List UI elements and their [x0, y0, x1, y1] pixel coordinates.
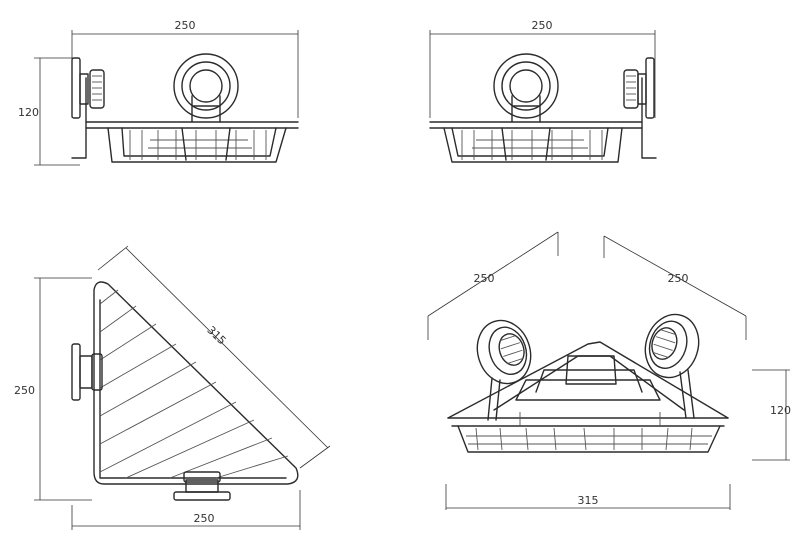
hook-legs [679, 369, 695, 419]
extension-line [299, 445, 331, 469]
suction-cup-ring [181, 61, 231, 111]
suction-cup-knob [189, 69, 223, 103]
knob-icon [651, 327, 678, 360]
hook-legs [181, 127, 231, 161]
dim-diagonal-label: 315 [204, 324, 228, 348]
basket-inner-wire [519, 412, 661, 426]
knob-ridges [500, 335, 524, 364]
dim-right-side-label: 250 [668, 272, 689, 285]
perspective-view: 250 250 315 120 [427, 231, 791, 510]
basket-front [457, 425, 721, 453]
hook-legs [487, 377, 501, 421]
basket-wire [121, 127, 277, 157]
hook-legs [501, 127, 551, 161]
knob-ridges [626, 75, 636, 101]
basket-wires [99, 289, 289, 479]
bottom-suction-stem [185, 479, 219, 493]
top-view: 250 250 315 [14, 245, 331, 530]
knob-icon [183, 471, 221, 483]
suction-cup-icon [644, 313, 700, 379]
basket-inner-edge [99, 299, 287, 479]
dim-height-label: 120 [770, 404, 791, 417]
side-suction-cup [645, 57, 655, 119]
dimension-line [125, 247, 329, 449]
basket-bars [129, 130, 267, 160]
suction-cup-ring [501, 61, 551, 111]
dim-height-label: 120 [18, 106, 39, 119]
suction-cup-right [644, 313, 700, 379]
basket-inner-wire [565, 355, 617, 385]
basket-outline [93, 281, 299, 485]
cup-hook [511, 95, 541, 123]
basket-wire [466, 435, 712, 445]
suction-cup-ring [648, 320, 688, 369]
knob-icon [89, 69, 105, 109]
dimension-line [427, 231, 559, 317]
knob-icon [623, 69, 639, 109]
suction-cup-knob [509, 69, 543, 103]
suction-cup-icon [493, 53, 559, 119]
basket-wire [472, 139, 588, 149]
dim-left-side-label: 250 [474, 272, 495, 285]
dim-side-horizontal-label: 250 [194, 512, 215, 525]
knob-ridges [652, 329, 676, 358]
side-suction-cup [71, 343, 81, 401]
bottom-suction-cup [173, 491, 231, 501]
front-view-left: 250 120 [18, 19, 299, 166]
basket-outline [107, 127, 287, 163]
side-suction-stem [79, 73, 89, 105]
cup-hook [191, 95, 221, 123]
extension-line [97, 245, 129, 271]
basket-bars [475, 427, 693, 451]
knob-icon [91, 353, 103, 391]
dim-width-label: 250 [532, 19, 553, 32]
side-suction-stem [79, 355, 93, 389]
basket-inner-wire [535, 369, 643, 393]
basket-wire [451, 127, 609, 157]
dim-side-vertical-label: 250 [14, 384, 35, 397]
front-view-right: 250 [429, 19, 657, 163]
suction-cup-icon [173, 53, 239, 119]
basket-rim [447, 417, 729, 427]
suction-cup-ring [488, 326, 528, 375]
suction-cup-left [476, 319, 532, 385]
side-suction-cup [71, 57, 81, 119]
basket-inner-wire [515, 379, 661, 401]
knob-ridges [92, 75, 102, 101]
dim-front-width-label: 315 [578, 494, 599, 507]
dimension-line [603, 235, 747, 317]
basket-outline [443, 127, 623, 163]
knob-icon [498, 333, 525, 366]
dim-width-label: 250 [175, 19, 196, 32]
basket-bars [461, 130, 603, 160]
suction-cup-icon [476, 319, 532, 385]
basket-wire [148, 139, 252, 149]
